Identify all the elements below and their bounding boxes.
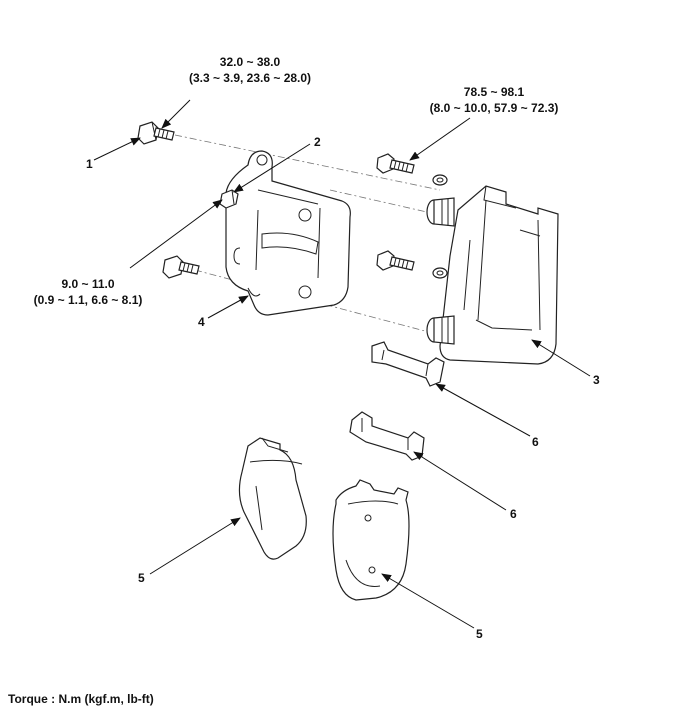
guide-rod-bolt-lower xyxy=(162,255,200,279)
torque-bolt1-sub: (3.3 ~ 3.9, 23.6 ~ 28.0) xyxy=(189,71,311,85)
caliper-housing xyxy=(219,150,351,316)
torque-units-note: Torque : N.m (kgf.m, lb-ft) xyxy=(8,692,154,706)
callout-6-upper: 6 xyxy=(532,435,539,449)
leader-lines xyxy=(93,99,591,629)
brake-pad-outer xyxy=(238,437,307,560)
torque-bolt1-main: 32.0 ~ 38.0 xyxy=(220,55,281,69)
torque-carrier-main: 78.5 ~ 98.1 xyxy=(464,85,525,99)
callout-1: 1 xyxy=(86,157,93,171)
pad-retainer-clip-upper xyxy=(371,341,445,387)
torque-bleeder-main: 9.0 ~ 11.0 xyxy=(61,277,114,291)
carrier-bolt-top xyxy=(376,153,448,186)
callout-6-lower: 6 xyxy=(510,507,517,521)
callout-5-left: 5 xyxy=(138,571,145,585)
callout-5-right: 5 xyxy=(476,627,483,641)
callout-3: 3 xyxy=(593,373,600,387)
callout-2: 2 xyxy=(314,135,321,149)
torque-carrier-sub: (8.0 ~ 10.0, 57.9 ~ 72.3) xyxy=(430,101,559,115)
caliper-carrier xyxy=(426,185,559,365)
guide-rod-bolt-top xyxy=(137,121,175,145)
torque-bleeder-sub: (0.9 ~ 1.1, 6.6 ~ 8.1) xyxy=(34,293,143,307)
carrier-bolt-lower xyxy=(376,250,448,279)
pad-retainer-clip-lower xyxy=(349,411,425,461)
callout-4: 4 xyxy=(198,315,205,329)
brake-pad-inner xyxy=(332,479,410,601)
